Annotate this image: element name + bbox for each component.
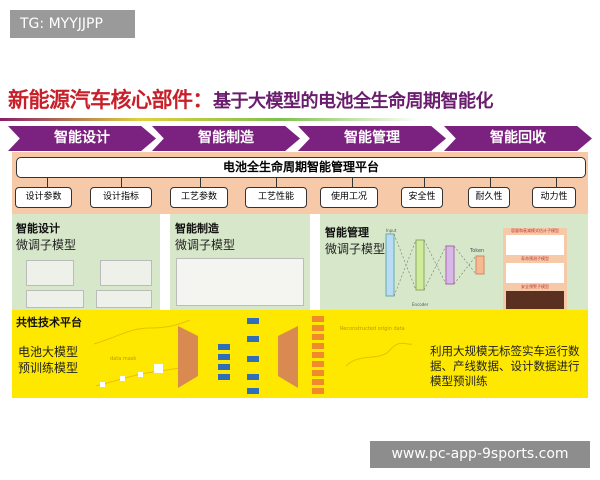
submodel-design: 智能设计 微调子模型: [16, 220, 76, 253]
pretraining-diagram: data mask Reconstructed origin data: [93, 316, 413, 394]
token-label: Token: [469, 248, 484, 254]
reconstructed-label: Reconstructed origin data: [340, 326, 405, 332]
arrow: [490, 178, 491, 187]
submodel-capacity: 容量和衰减模式估计子模型: [511, 228, 559, 233]
encoder-network-diagram: Input Token Encoder: [385, 228, 485, 307]
submodel-title: 智能制造: [175, 222, 219, 235]
prediction-submodels: 容量和衰减模式估计子模型 寿命预测子模型 安全预警子模型: [503, 228, 567, 310]
safety-image: [506, 291, 564, 309]
submodel-life: 寿命预测子模型: [521, 256, 549, 261]
separator: [310, 214, 320, 310]
param-box: 设计指标: [90, 187, 152, 208]
encoder-label: Encoder: [412, 302, 429, 307]
manufacture-process-diagram: [176, 258, 304, 306]
common-description: 利用大规模无标签实车运行数据、产线数据、设计数据进行模型预训练: [430, 344, 580, 388]
design-image: [96, 290, 152, 308]
submodel-subtitle: 微调子模型: [175, 238, 236, 252]
submodel-manufacture: 智能制造 微调子模型: [175, 220, 235, 253]
submodel-subtitle: 微调子模型: [325, 242, 386, 256]
page-title: 新能源汽车核心部件：基于大模型的电池全生命周期智能化: [8, 84, 494, 114]
param-box: 工艺性能: [245, 187, 307, 208]
arrow: [47, 178, 48, 187]
title-part1: 新能源汽车核心部件：: [8, 88, 214, 112]
arrow: [352, 178, 353, 187]
submodel-title: 智能管理: [325, 226, 369, 239]
input-label: Input: [386, 228, 397, 233]
stage-manufacture: 智能制造: [152, 126, 300, 151]
param-box: 动力性: [532, 187, 576, 208]
encoder-trapezoid: [178, 326, 198, 388]
param-box: 安全性: [401, 187, 443, 208]
capacity-chart: [506, 235, 564, 255]
title-underline: [0, 118, 420, 121]
common-platform-area: [12, 310, 588, 398]
stage-design: 智能设计: [8, 126, 156, 151]
common-title: 共性技术平台: [16, 316, 82, 329]
stage-management: 智能管理: [298, 126, 446, 151]
data-mask-label: data mask: [110, 356, 136, 362]
arrow: [424, 178, 425, 187]
life-chart: [506, 263, 564, 283]
arrow: [121, 178, 122, 187]
design-image: [26, 290, 84, 308]
submodel-management: 智能管理 微调子模型: [325, 224, 385, 257]
decoder-trapezoid: [278, 326, 298, 388]
submodel-safety: 安全预警子模型: [521, 284, 549, 289]
arrow: [556, 178, 557, 187]
stage-recycle: 智能回收: [444, 126, 592, 151]
arrow: [200, 178, 201, 187]
design-image: [100, 260, 152, 286]
platform-box: 电池全生命周期智能管理平台: [16, 157, 586, 178]
param-box: 使用工况: [320, 187, 378, 208]
separator: [160, 214, 170, 310]
param-box: 耐久性: [468, 187, 510, 208]
design-image: [26, 260, 74, 286]
watermark-bottom: www.pc-app-9sports.com: [370, 441, 590, 468]
title-part2: 基于大模型的电池全生命周期智能化: [213, 91, 494, 112]
submodel-subtitle: 微调子模型: [16, 238, 77, 252]
common-model-label: 电池大模型 预训练模型: [18, 345, 79, 375]
param-box: 工艺参数: [170, 187, 228, 208]
param-box: 设计参数: [15, 187, 72, 208]
arrow: [276, 178, 277, 187]
submodel-title: 智能设计: [16, 222, 60, 235]
watermark-top: TG: MYYJJPP: [10, 10, 135, 38]
